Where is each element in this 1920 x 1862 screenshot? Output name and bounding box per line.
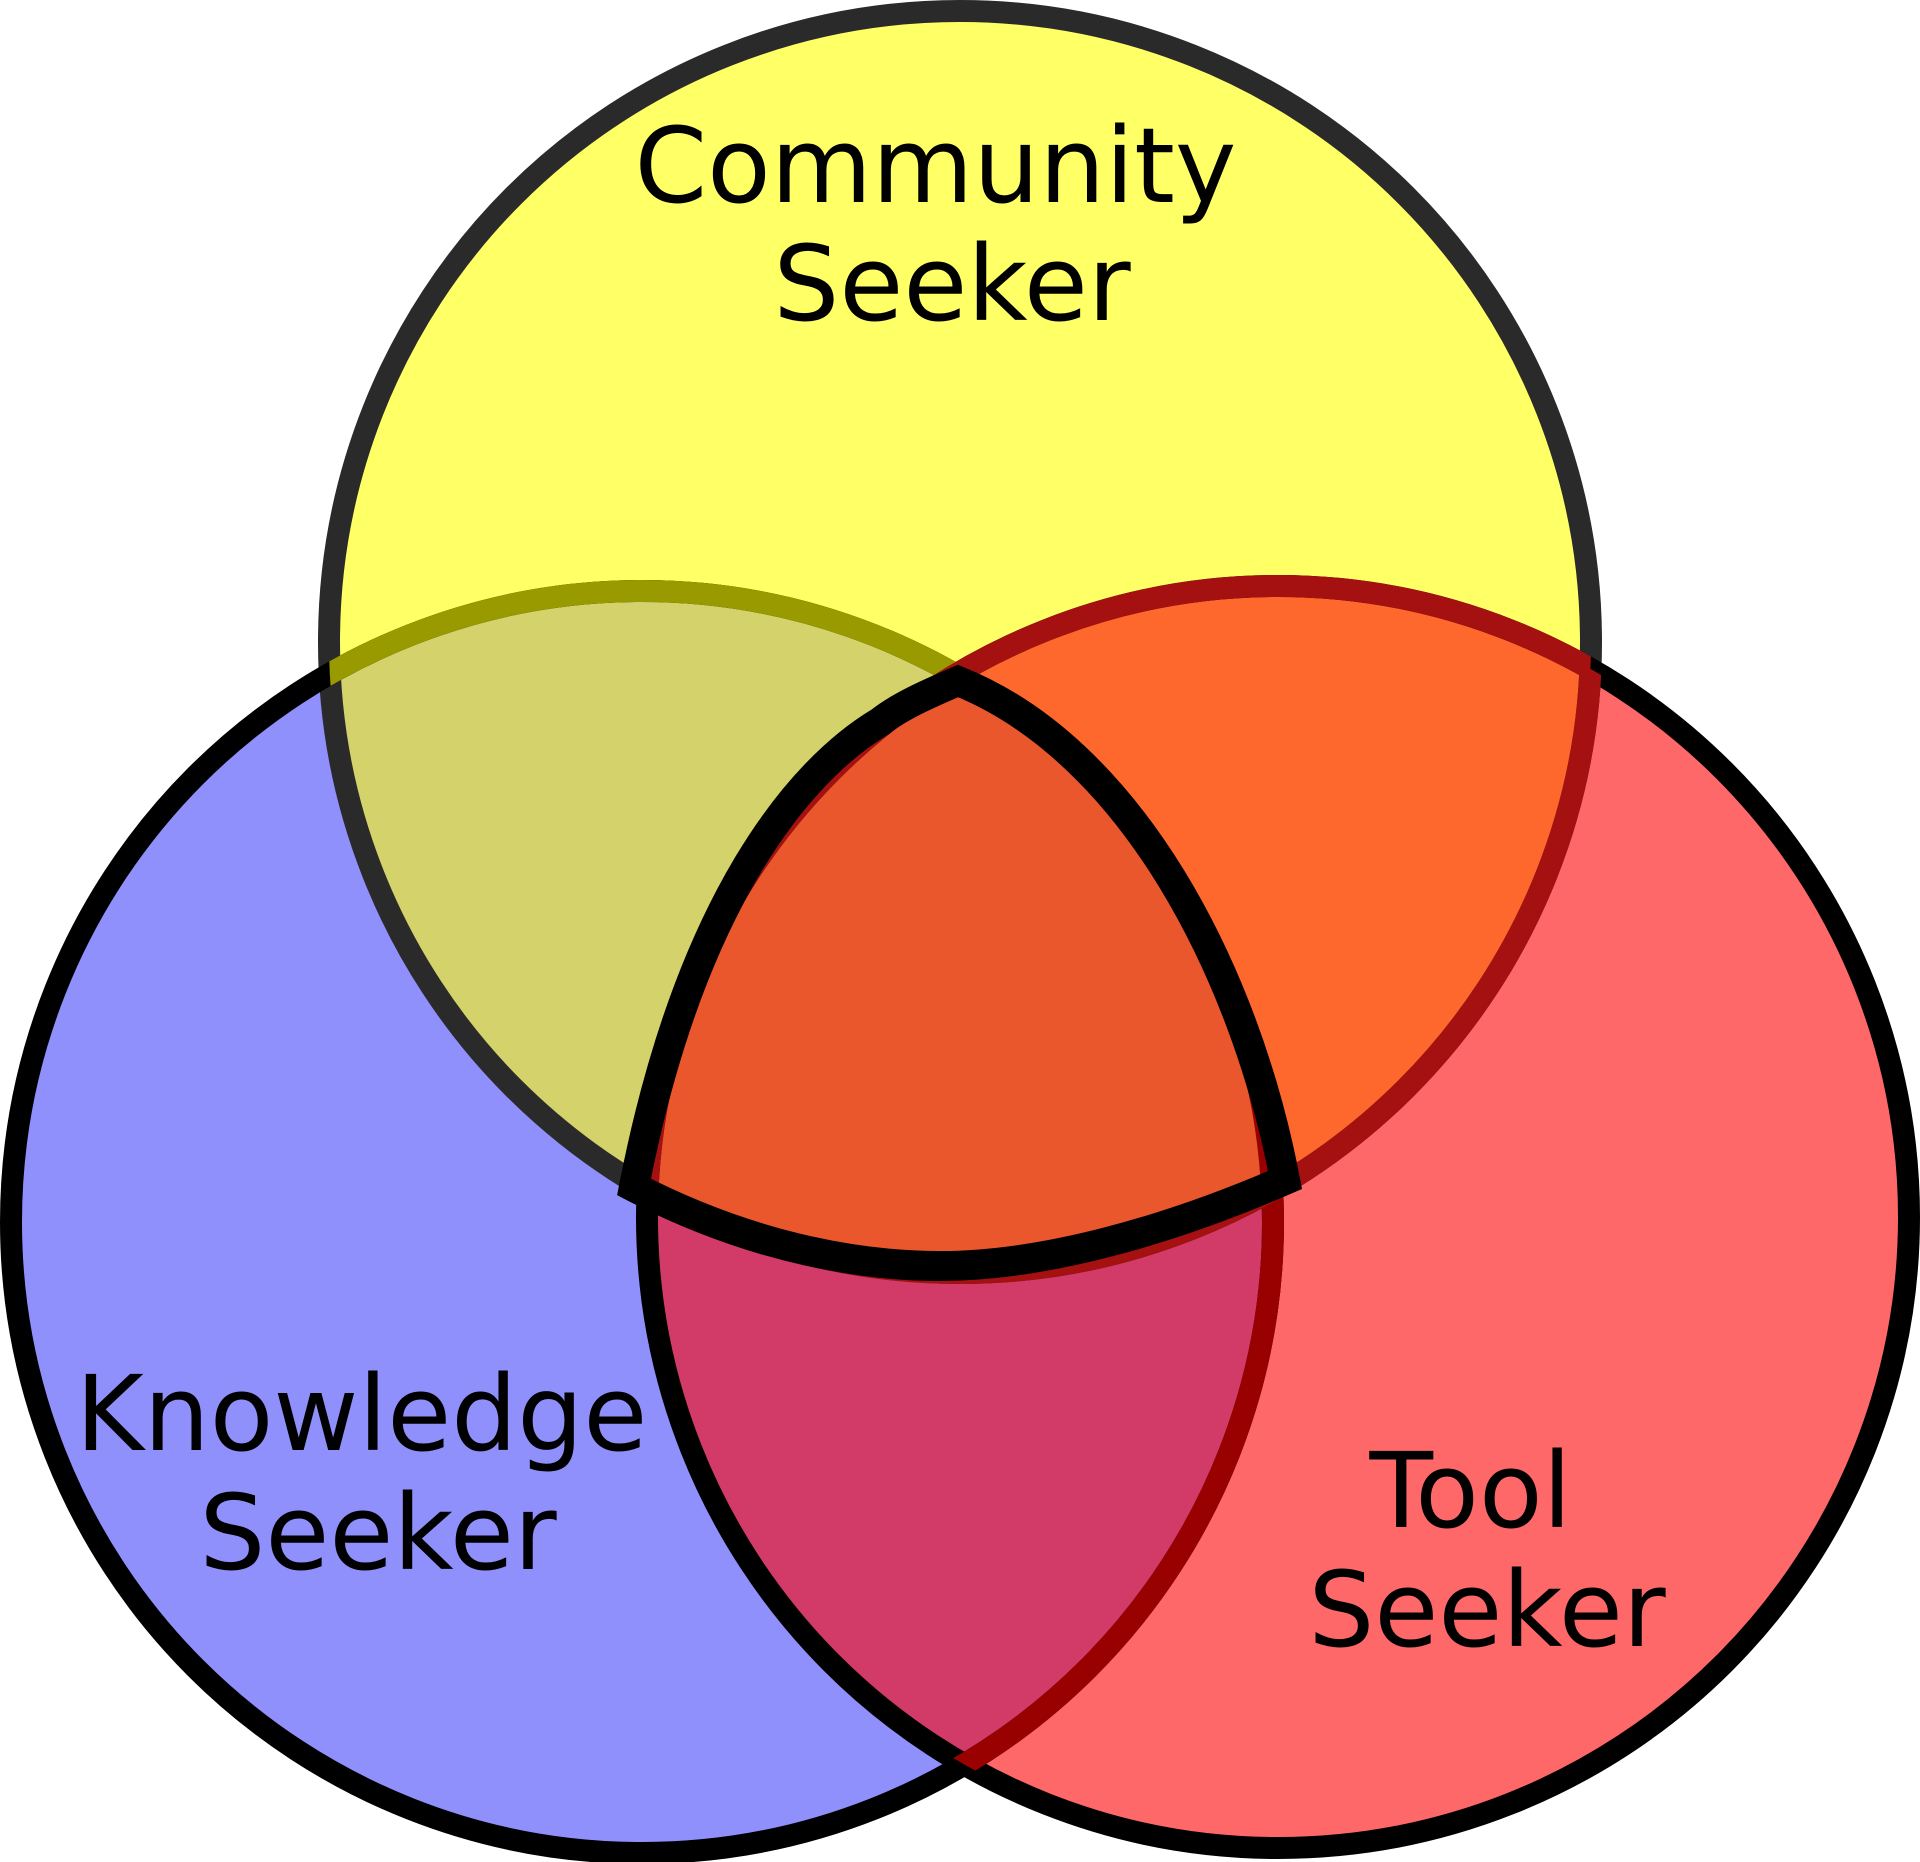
knowledge-label-line-1: Knowledge [76, 1353, 648, 1475]
tool-label-line-2: Seeker [1308, 1549, 1665, 1671]
knowledge-seeker-label: Knowledge Seeker [76, 1353, 681, 1594]
knowledge-edge-in-tool [647, 586, 1284, 1848]
community-label-line-1: Community [635, 105, 1237, 227]
tool-seeker-label: Tool Seeker [1308, 1430, 1665, 1671]
all-three-outline [617, 664, 1302, 1282]
community-seeker-label: Community Seeker [635, 105, 1270, 345]
tool-label-line-1: Tool [1368, 1430, 1571, 1552]
community-label-line-2: Seeker [773, 223, 1130, 345]
knowledge-label-line-2: Seeker [199, 1472, 556, 1594]
